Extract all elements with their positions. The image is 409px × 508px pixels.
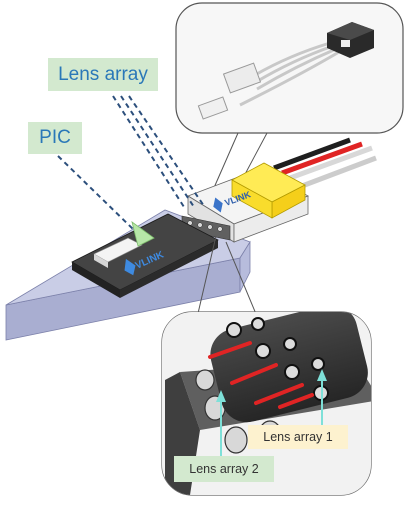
pic-chip: VLINK [71, 213, 219, 298]
fiber-connector-assembly: VLINK [181, 137, 377, 243]
lens-array-label: Lens array [48, 58, 158, 91]
lens-array-2-label: Lens array 2 [174, 456, 274, 482]
mpo-connector-icon [327, 22, 374, 58]
optical-beams [208, 341, 314, 409]
pic-pointer [57, 155, 155, 247]
connector-inset [175, 2, 404, 191]
pic-label: PIC [28, 122, 82, 154]
fiber-cables-icon [239, 41, 340, 107]
lens-array-pointers [112, 95, 205, 208]
lens-array-1-pointer [317, 369, 327, 426]
lens-array-2-pointer [216, 390, 226, 456]
magnify-callout-lines [195, 235, 257, 323]
lens-array-1-label: Lens array 1 [248, 425, 348, 449]
small-connector-icon [197, 62, 262, 120]
